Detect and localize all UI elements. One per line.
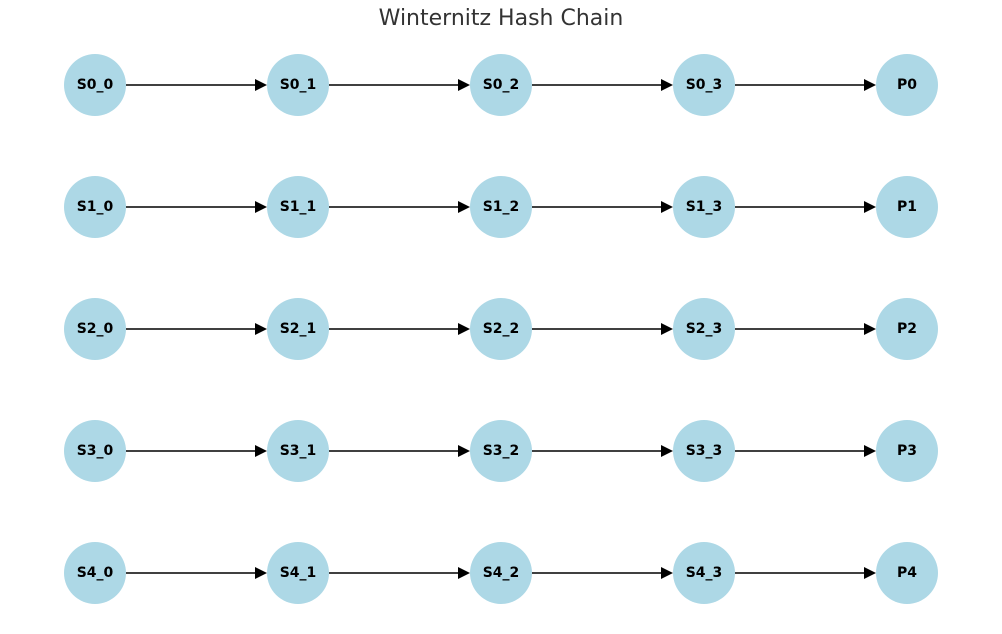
arrowhead-S0_1-S0_2: [458, 79, 470, 91]
arrowhead-S0_0-S0_1: [255, 79, 267, 91]
node-S2_0: S2_0: [64, 298, 126, 360]
node-circle: [64, 298, 126, 360]
arrowhead-S3_2-S3_3: [661, 445, 673, 457]
node-circle: [267, 420, 329, 482]
node-S4_0: S4_0: [64, 542, 126, 604]
arrowhead-S2_3-P2: [864, 323, 876, 335]
node-P4: P4: [876, 542, 938, 604]
node-circle: [267, 176, 329, 238]
node-label: P3: [897, 443, 917, 459]
node-label: S4_2: [483, 565, 520, 581]
arrowhead-S1_3-P1: [864, 201, 876, 213]
node-label: S0_2: [483, 77, 520, 93]
node-label: S1_3: [686, 199, 723, 215]
node-circle: [470, 542, 532, 604]
node-P0: P0: [876, 54, 938, 116]
node-label: S3_3: [686, 443, 723, 459]
node-label: P0: [897, 77, 917, 93]
node-S2_2: S2_2: [470, 298, 532, 360]
node-S0_0: S0_0: [64, 54, 126, 116]
node-S3_2: S3_2: [470, 420, 532, 482]
arrowhead-S4_2-S4_3: [661, 567, 673, 579]
node-label: S2_3: [686, 321, 723, 337]
node-S4_1: S4_1: [267, 542, 329, 604]
node-S2_1: S2_1: [267, 298, 329, 360]
node-label: S4_0: [77, 565, 114, 581]
node-circle: [876, 298, 938, 360]
node-label: S3_1: [280, 443, 317, 459]
node-circle: [876, 176, 938, 238]
node-label: S1_1: [280, 199, 317, 215]
arrowhead-S1_0-S1_1: [255, 201, 267, 213]
node-circle: [64, 420, 126, 482]
node-S1_3: S1_3: [673, 176, 735, 238]
node-label: P1: [897, 199, 917, 215]
node-circle: [673, 176, 735, 238]
arrowhead-S0_2-S0_3: [661, 79, 673, 91]
node-label: S3_0: [77, 443, 114, 459]
node-circle: [470, 54, 532, 116]
node-label: S2_0: [77, 321, 114, 337]
node-circle: [64, 542, 126, 604]
node-label: P4: [897, 565, 917, 581]
node-S0_1: S0_1: [267, 54, 329, 116]
node-label: S1_0: [77, 199, 114, 215]
node-S0_3: S0_3: [673, 54, 735, 116]
node-circle: [267, 54, 329, 116]
node-P3: P3: [876, 420, 938, 482]
arrowhead-S2_2-S2_3: [661, 323, 673, 335]
node-circle: [470, 420, 532, 482]
node-S1_0: S1_0: [64, 176, 126, 238]
arrowhead-S4_3-P4: [864, 567, 876, 579]
node-label: S1_2: [483, 199, 520, 215]
arrowhead-S4_1-S4_2: [458, 567, 470, 579]
node-circle: [876, 54, 938, 116]
node-circle: [673, 54, 735, 116]
node-circle: [876, 420, 938, 482]
node-label: P2: [897, 321, 917, 337]
node-circle: [876, 542, 938, 604]
node-S0_2: S0_2: [470, 54, 532, 116]
node-label: S0_3: [686, 77, 723, 93]
node-label: S2_2: [483, 321, 520, 337]
node-S2_3: S2_3: [673, 298, 735, 360]
arrowhead-S1_1-S1_2: [458, 201, 470, 213]
node-S3_1: S3_1: [267, 420, 329, 482]
node-label: S4_3: [686, 565, 723, 581]
node-circle: [470, 176, 532, 238]
node-circle: [470, 298, 532, 360]
arrowhead-S2_0-S2_1: [255, 323, 267, 335]
arrowhead-S1_2-S1_3: [661, 201, 673, 213]
node-label: S4_1: [280, 565, 317, 581]
node-circle: [267, 542, 329, 604]
node-S1_1: S1_1: [267, 176, 329, 238]
node-P2: P2: [876, 298, 938, 360]
arrowhead-S3_3-P3: [864, 445, 876, 457]
arrowhead-S3_1-S3_2: [458, 445, 470, 457]
arrowhead-S3_0-S3_1: [255, 445, 267, 457]
node-circle: [64, 54, 126, 116]
arrowhead-S4_0-S4_1: [255, 567, 267, 579]
node-S4_2: S4_2: [470, 542, 532, 604]
node-circle: [673, 420, 735, 482]
node-label: S3_2: [483, 443, 520, 459]
node-label: S0_0: [77, 77, 114, 93]
node-S3_3: S3_3: [673, 420, 735, 482]
node-circle: [64, 176, 126, 238]
diagram-title: Winternitz Hash Chain: [378, 6, 624, 31]
node-label: S2_1: [280, 321, 317, 337]
node-label: S0_1: [280, 77, 317, 93]
node-S4_3: S4_3: [673, 542, 735, 604]
arrowhead-S0_3-P0: [864, 79, 876, 91]
node-S1_2: S1_2: [470, 176, 532, 238]
node-S3_0: S3_0: [64, 420, 126, 482]
node-circle: [673, 298, 735, 360]
node-circle: [673, 542, 735, 604]
arrowhead-S2_1-S2_2: [458, 323, 470, 335]
node-P1: P1: [876, 176, 938, 238]
node-circle: [267, 298, 329, 360]
edges-layer: [126, 79, 876, 579]
